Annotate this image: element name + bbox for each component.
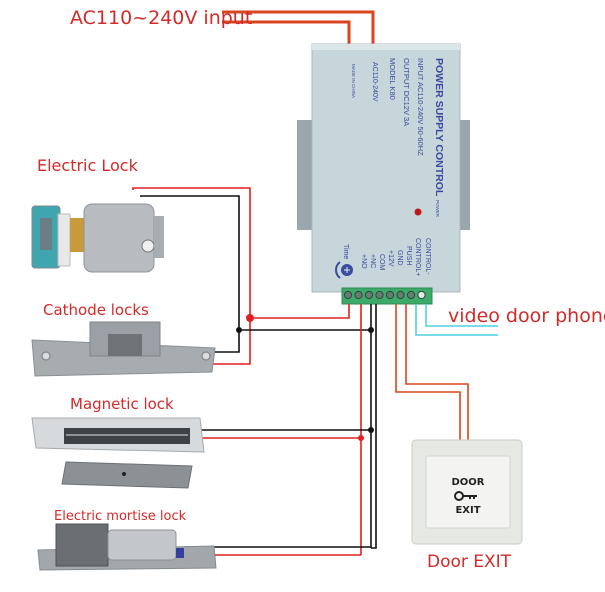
terminal-label-control-minus: CONTROL- bbox=[424, 238, 431, 275]
wire-vdp-1 bbox=[415, 304, 498, 336]
terminal-label-control-plus: CONTROL+ bbox=[414, 238, 421, 276]
wire-push-2 bbox=[405, 304, 469, 445]
terminal-label-com: COM bbox=[378, 254, 385, 271]
power-led-label: POWER bbox=[435, 200, 440, 218]
electric-mortise-lock-device bbox=[37, 523, 217, 571]
time-label: Time bbox=[342, 244, 349, 259]
wire-cathode-black bbox=[212, 330, 240, 353]
wire-vdp-2 bbox=[425, 304, 498, 327]
electric-lock-label: Electric Lock bbox=[37, 156, 139, 175]
wire-electric-lock-black bbox=[140, 195, 240, 330]
door-exit-button[interactable]: DOOR EXIT bbox=[411, 439, 523, 545]
electric-mortise-lock-label: Electric mortise lock bbox=[54, 509, 187, 524]
wire-cathode-red bbox=[205, 318, 251, 365]
magnetic-lock-label: Magnetic lock bbox=[70, 395, 174, 413]
exit-button-top-text: DOOR bbox=[451, 477, 484, 488]
terminal-block bbox=[341, 287, 433, 305]
terminal-label-push: PUSH bbox=[405, 246, 412, 265]
magnetic-lock-device bbox=[31, 417, 205, 489]
terminal-screw-6 bbox=[406, 290, 416, 300]
wire-no bbox=[250, 304, 350, 319]
terminal-screw-2 bbox=[364, 290, 374, 300]
wire-electric-lock-red bbox=[132, 187, 251, 318]
wires bbox=[132, 187, 498, 556]
psu-spec-input: INPUT AC110-240V 50-60HZ bbox=[416, 58, 425, 156]
terminal-label-12v: +12V bbox=[387, 250, 394, 267]
video-door-phone-label: video door phone bbox=[448, 305, 605, 327]
exit-button-bottom-text: EXIT bbox=[455, 505, 480, 516]
cathode-lock-device bbox=[31, 321, 216, 377]
psu-made-in: MADE IN CHINA bbox=[351, 64, 356, 98]
wire-com bbox=[371, 304, 377, 549]
terminal-screw-1 bbox=[354, 290, 363, 300]
time-knob-arc bbox=[335, 261, 341, 279]
junction-dots bbox=[236, 314, 374, 441]
time-knob-cross bbox=[344, 267, 350, 273]
power-led-icon bbox=[414, 208, 422, 216]
ac-input-label: AC110~240V input bbox=[70, 7, 252, 29]
key-icon bbox=[454, 491, 477, 501]
ac-input-wires bbox=[222, 10, 375, 46]
terminal-label-no: +NO bbox=[360, 254, 367, 269]
door-exit-label: Door EXIT bbox=[427, 552, 512, 572]
cathode-locks-label: Cathode locks bbox=[43, 301, 149, 319]
psu-spec-model: MODEL K80 bbox=[388, 58, 397, 100]
psu-spec-output: OUTPUT DC12V 3A bbox=[402, 58, 411, 126]
electric-lock-device bbox=[31, 203, 164, 273]
terminal-screw-4 bbox=[385, 290, 395, 300]
terminal-label-gnd: GND bbox=[396, 250, 403, 266]
terminal-label-nc: +NC bbox=[369, 254, 376, 268]
terminal-screw-0 bbox=[343, 290, 353, 300]
wire-push-1 bbox=[395, 304, 461, 445]
psu-brand-title: POWER SUPPLY CONTROL bbox=[433, 58, 445, 197]
terminal-screw-3 bbox=[375, 290, 384, 300]
terminal-screw-5 bbox=[396, 290, 405, 300]
psu-side-text: AC110-240V bbox=[371, 62, 378, 102]
terminal-screw-7 bbox=[417, 290, 426, 300]
power-supply-unit: POWER SUPPLY CONTROL INPUT AC110-240V 50… bbox=[311, 43, 461, 293]
